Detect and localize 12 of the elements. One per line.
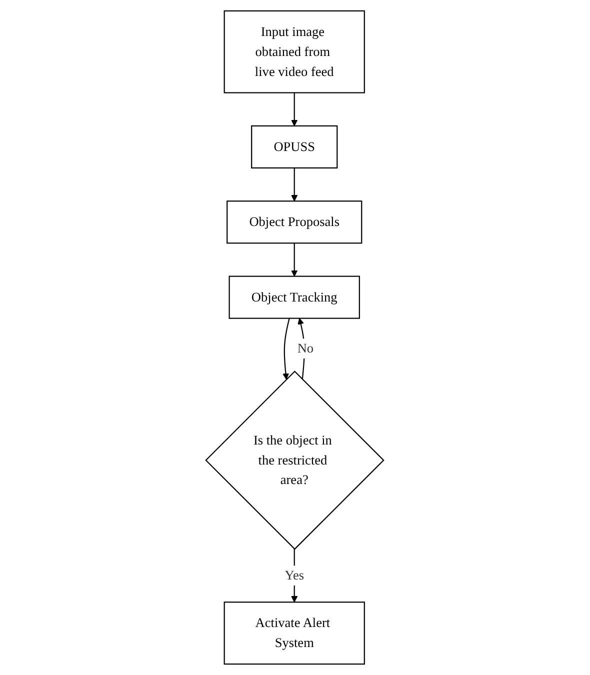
arrow [291, 168, 298, 202]
node-box: OPUSS [251, 125, 338, 168]
edge-label: Yes [284, 568, 304, 583]
node-box: Input image obtained from live video feed [224, 10, 366, 94]
arrow [282, 318, 290, 380]
arrow [291, 243, 298, 277]
node-box: Object Proposals [226, 200, 362, 244]
node-box: Activate Alert System [224, 602, 366, 665]
node-box: Object Tracking [229, 276, 360, 319]
arrow [291, 92, 298, 126]
node-diamond: Is the object in the restricted area? [205, 370, 385, 550]
edge-label: No [298, 340, 314, 356]
